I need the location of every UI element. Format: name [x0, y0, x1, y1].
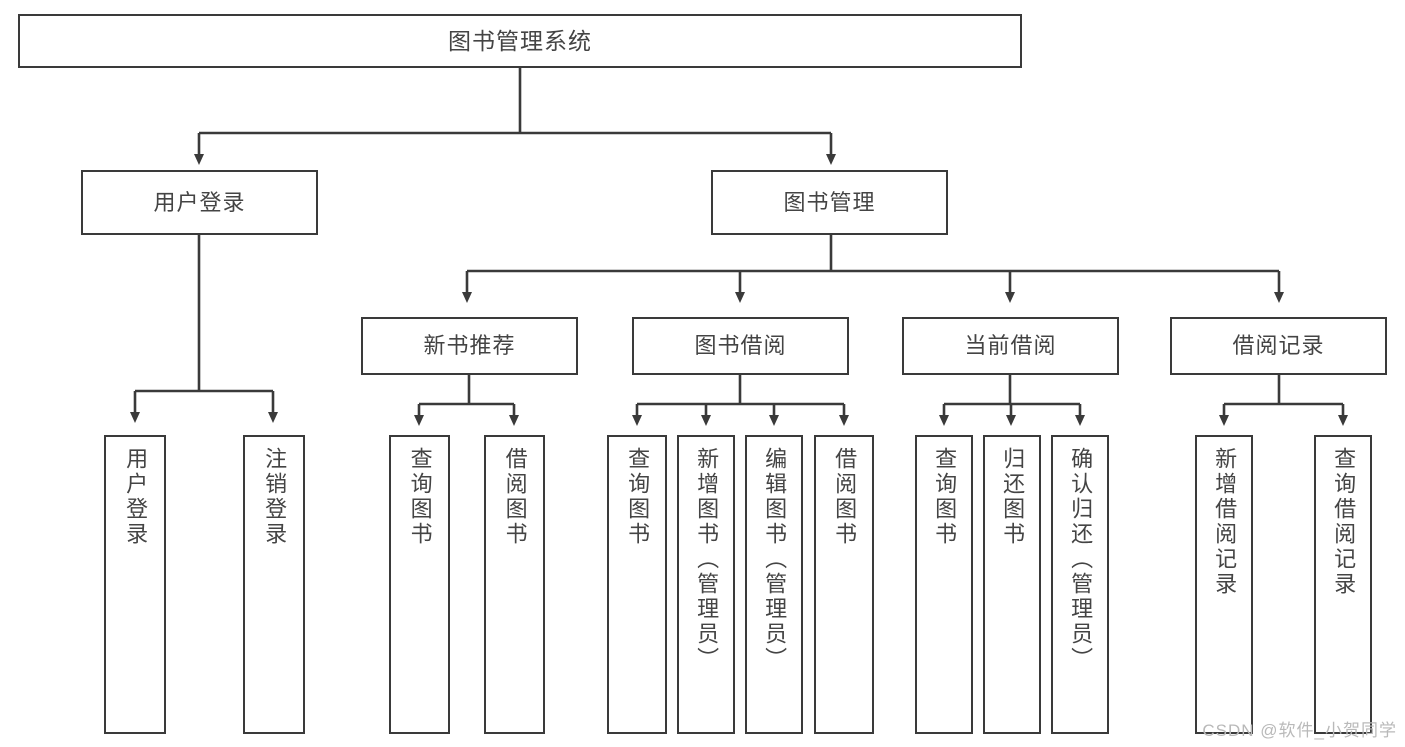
leaf-add-book[interactable]: 新增图书（管理员） [677, 435, 735, 734]
leaf-edit-book-label: 编辑图书（管理员） [762, 447, 788, 672]
leaf-query-book-1-label: 查询图书 [407, 447, 433, 547]
leaf-borrow-book-2[interactable]: 借阅图书 [814, 435, 874, 734]
leaf-return-book[interactable]: 归还图书 [983, 435, 1041, 734]
node-root[interactable]: 图书管理系统 [18, 14, 1022, 68]
leaf-add-book-label: 新增图书（管理员） [694, 447, 720, 672]
leaf-add-record[interactable]: 新增借阅记录 [1195, 435, 1253, 734]
leaf-query-book-2[interactable]: 查询图书 [607, 435, 667, 734]
leaf-edit-book[interactable]: 编辑图书（管理员） [745, 435, 803, 734]
node-current-borrow[interactable]: 当前借阅 [902, 317, 1119, 375]
leaf-user-logout-label: 注销登录 [262, 447, 288, 547]
node-current-borrow-label: 当前借阅 [964, 333, 1057, 359]
leaf-user-login-label: 用户登录 [123, 447, 149, 547]
leaf-user-login[interactable]: 用户登录 [104, 435, 166, 734]
leaf-query-book-3[interactable]: 查询图书 [915, 435, 973, 734]
node-book-manage[interactable]: 图书管理 [711, 170, 948, 235]
node-book-borrow[interactable]: 图书借阅 [632, 317, 849, 375]
node-book-manage-label: 图书管理 [783, 189, 876, 215]
leaf-borrow-book-1-label: 借阅图书 [502, 447, 528, 547]
node-borrow-record-label: 借阅记录 [1232, 333, 1325, 359]
node-user-login[interactable]: 用户登录 [81, 170, 318, 235]
leaf-query-book-2-label: 查询图书 [625, 447, 651, 547]
leaf-borrow-book-2-label: 借阅图书 [832, 447, 858, 547]
node-book-borrow-label: 图书借阅 [694, 333, 787, 359]
leaf-query-record-label: 查询借阅记录 [1331, 447, 1357, 597]
leaf-confirm-return[interactable]: 确认归还（管理员） [1051, 435, 1109, 734]
leaf-return-book-label: 归还图书 [1000, 447, 1026, 547]
leaf-query-book-3-label: 查询图书 [932, 447, 958, 547]
leaf-query-book-1[interactable]: 查询图书 [389, 435, 450, 734]
leaf-add-record-label: 新增借阅记录 [1212, 447, 1238, 597]
leaf-query-record[interactable]: 查询借阅记录 [1314, 435, 1372, 734]
node-borrow-record[interactable]: 借阅记录 [1170, 317, 1387, 375]
node-user-login-label: 用户登录 [153, 189, 246, 215]
leaf-borrow-book-1[interactable]: 借阅图书 [484, 435, 545, 734]
leaf-user-logout[interactable]: 注销登录 [243, 435, 305, 734]
node-new-book-rec-label: 新书推荐 [423, 333, 516, 359]
node-root-label: 图书管理系统 [448, 27, 592, 54]
leaf-confirm-return-label: 确认归还（管理员） [1068, 447, 1094, 672]
node-new-book-rec[interactable]: 新书推荐 [361, 317, 578, 375]
